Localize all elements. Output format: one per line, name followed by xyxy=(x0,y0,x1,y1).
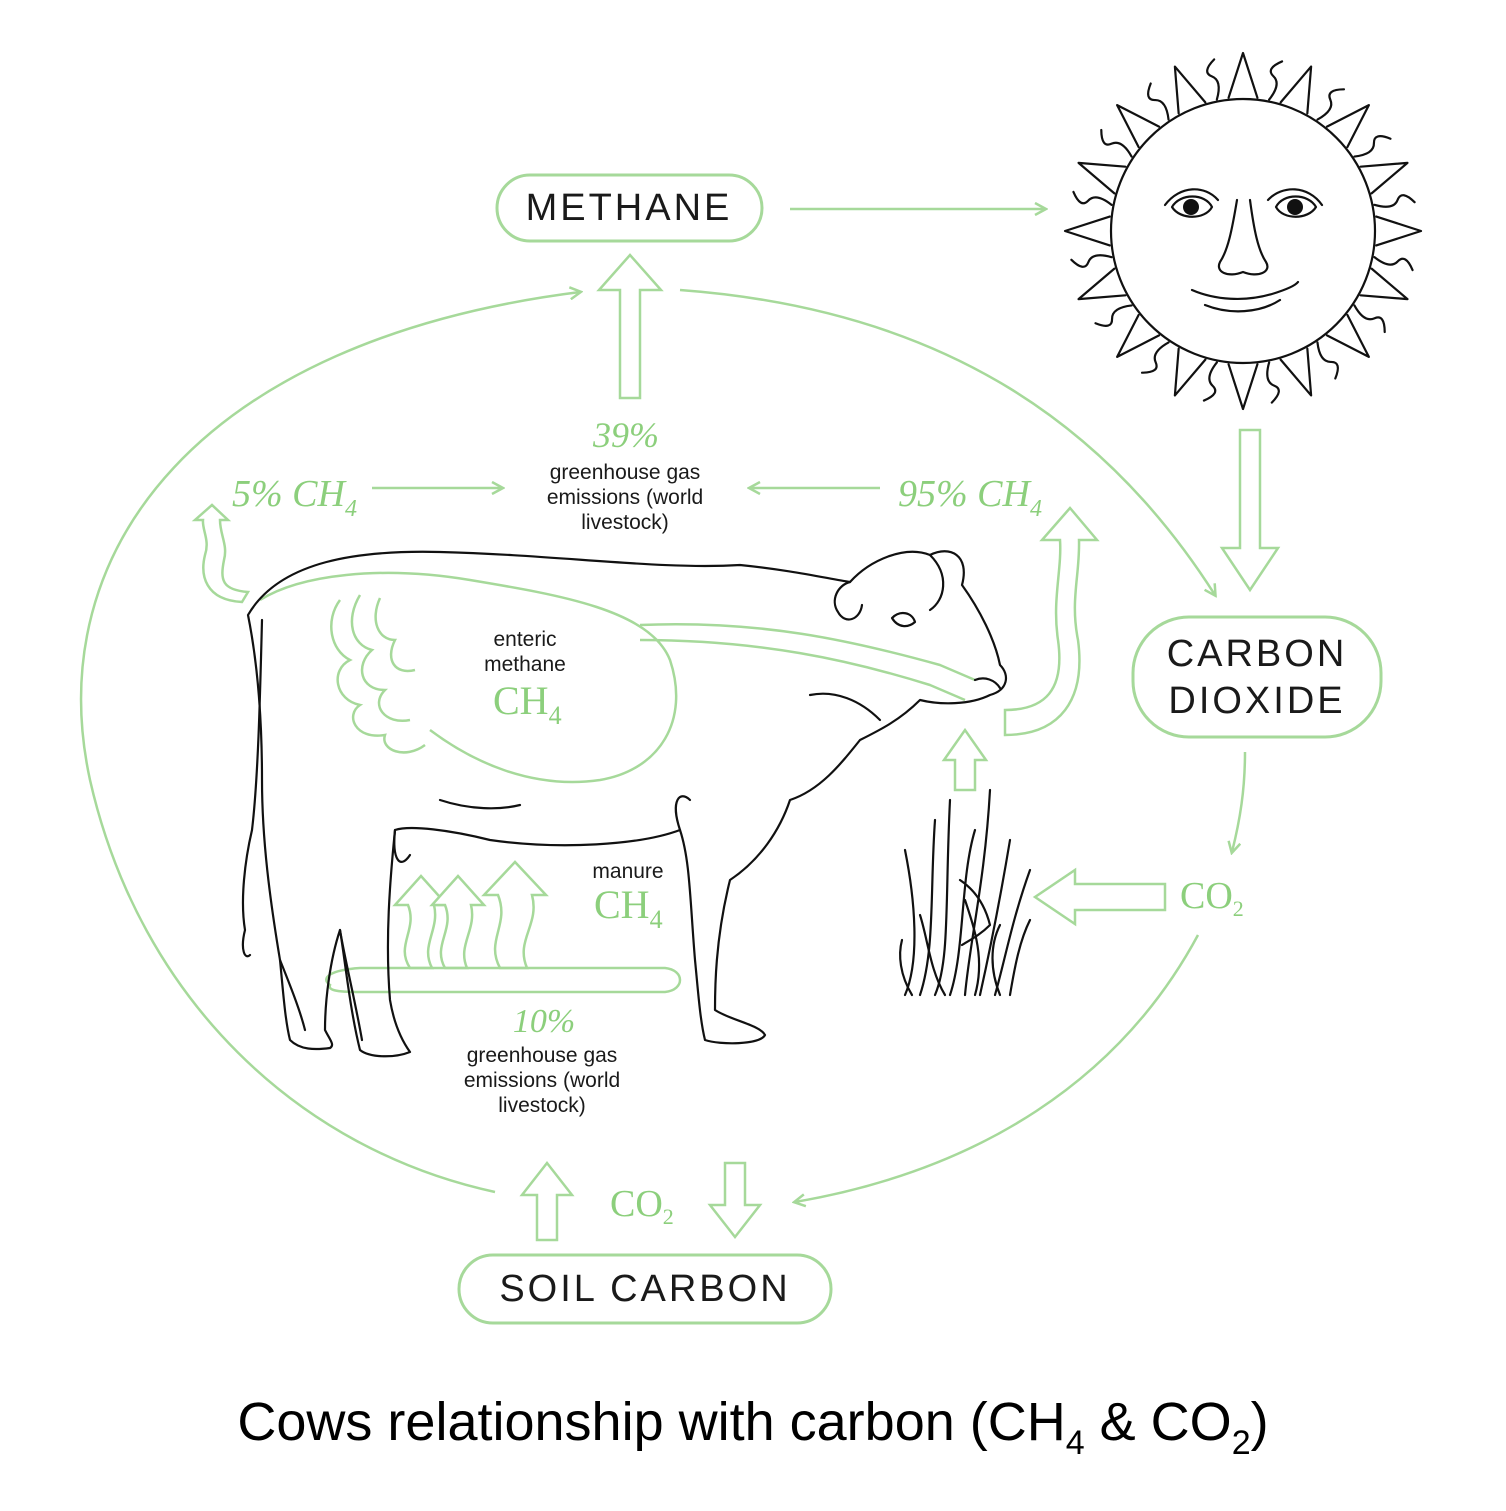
wavy-arrow-tail xyxy=(191,503,251,604)
percent-10: 10% xyxy=(513,1003,575,1040)
node-carbon-dioxide: CARBON DIOXIDE xyxy=(1131,615,1383,739)
block-arrow-grass-up xyxy=(941,727,989,792)
sun-wavy-ray xyxy=(1266,361,1280,404)
caption-sub2: 2 xyxy=(1232,1424,1251,1462)
sun-wavy-ray xyxy=(1070,254,1113,268)
sun-wavy-ray xyxy=(1147,82,1170,121)
sun-wavy-ray xyxy=(1100,128,1133,158)
grass-icon xyxy=(899,788,1032,997)
ch4-5-percent-sub: 4 xyxy=(345,496,357,522)
ch4-95-percent: 95% CH4 xyxy=(898,473,1042,522)
manure-label: manure xyxy=(592,860,663,883)
sun-wavy-ray xyxy=(1202,361,1218,402)
enteric-ch4-sub: 4 xyxy=(549,701,562,730)
sun-spike-ray xyxy=(1325,313,1370,358)
enteric-line2: methane xyxy=(484,653,566,676)
sun-wavy-ray xyxy=(1072,190,1113,206)
sun-spike-ray xyxy=(1063,215,1111,247)
cycle-co2-to-soil-arc xyxy=(795,934,1200,1202)
co2-bottom-text: CO xyxy=(610,1183,663,1225)
sun-wavy-ray xyxy=(1373,194,1416,208)
manure-ch4: CH4 xyxy=(594,882,663,934)
ghg-top-line2: emissions (world xyxy=(547,486,703,509)
ghg-bottom-line2: emissions (world xyxy=(464,1069,620,1092)
enteric-line1: enteric xyxy=(493,628,556,651)
sun-spike-ray xyxy=(1279,347,1313,397)
cow-illustration xyxy=(241,550,1008,1058)
percent-39: 39% xyxy=(592,415,659,455)
manure-ch4-text: CH xyxy=(594,882,650,927)
ch4-5-percent-text: 5% CH xyxy=(232,473,348,515)
carbon-dioxide-label-line1: CARBON xyxy=(1167,633,1348,675)
ghg-bottom-line3: livestock) xyxy=(498,1094,586,1117)
sun-spike-ray xyxy=(1279,65,1313,115)
sun-wavy-ray xyxy=(1316,341,1339,380)
sun-spike-ray xyxy=(1116,104,1161,149)
sun-wavy-ray xyxy=(1140,341,1170,374)
cycle-methane-to-co2-arc xyxy=(679,288,1215,595)
cycle-left-arc xyxy=(79,292,580,1194)
sun-wavy-ray xyxy=(1373,256,1414,272)
sun-wavy-ray xyxy=(1353,135,1392,158)
sun-spike-ray xyxy=(1116,313,1161,358)
soil-carbon-label: SOIL CARBON xyxy=(499,1268,790,1310)
ch4-5-percent: 5% CH4 xyxy=(232,473,357,522)
caption-middle: & CO xyxy=(1085,1392,1232,1452)
sun-wavy-ray xyxy=(1353,304,1386,334)
enteric-ch4: CH4 xyxy=(493,678,562,730)
sun-wavy-ray xyxy=(1316,88,1346,121)
block-arrow-up-to-methane xyxy=(596,253,664,400)
ch4-95-percent-sub: 4 xyxy=(1030,496,1042,522)
sun-spike-ray xyxy=(1077,267,1127,301)
methane-label: METHANE xyxy=(526,187,733,229)
co2-bottom-sub: 2 xyxy=(663,1204,674,1229)
caption-main: Cows relationship with carbon (CH xyxy=(237,1392,1065,1452)
sun-spike-ray xyxy=(1359,161,1409,195)
manure-ch4-sub: 4 xyxy=(650,905,663,934)
co2-right-text: CO xyxy=(1180,875,1233,917)
block-arrow-soil-up xyxy=(519,1160,575,1242)
sun-spike-ray xyxy=(1173,347,1207,397)
figure-caption: Cows relationship with carbon (CH4 & CO2… xyxy=(237,1392,1268,1462)
block-arrow-sun-to-co2 xyxy=(1219,428,1281,593)
sun-spike-ray xyxy=(1359,267,1409,301)
wavy-arrow-manure-1 xyxy=(392,874,450,970)
sun-face-icon xyxy=(1063,51,1423,411)
block-arrow-soil-down xyxy=(707,1161,763,1240)
sun-spike-ray xyxy=(1325,104,1370,149)
sun-wavy-ray xyxy=(1094,304,1133,327)
node-methane: METHANE xyxy=(495,173,764,243)
ghg-bottom-line1: greenhouse gas xyxy=(467,1044,618,1067)
wavy-arrow-manure-2 xyxy=(429,874,487,970)
co2-right: CO2 xyxy=(1180,875,1244,921)
sun-spike-ray xyxy=(1375,215,1423,247)
node-soil-carbon: SOIL CARBON xyxy=(457,1253,833,1325)
caption-end: ) xyxy=(1251,1392,1269,1452)
sun-spike-ray xyxy=(1173,65,1207,115)
sun-spike-ray xyxy=(1077,161,1127,195)
carbon-dioxide-label-line2: DIOXIDE xyxy=(1168,680,1345,722)
ch4-95-percent-text: 95% CH xyxy=(898,473,1033,515)
wavy-arrow-breath xyxy=(1003,506,1100,737)
wavy-arrow-manure-3 xyxy=(481,860,549,970)
sun-wavy-ray xyxy=(1206,58,1220,101)
enteric-ch4-text: CH xyxy=(493,678,549,723)
block-arrow-co2-to-grass xyxy=(1032,867,1167,927)
ghg-top-line3: livestock) xyxy=(581,511,669,534)
caption-sub4: 4 xyxy=(1066,1424,1085,1462)
sun-wavy-ray xyxy=(1268,60,1284,101)
co2-bottom: CO2 xyxy=(610,1183,674,1229)
co2-down-arrow xyxy=(1232,751,1247,852)
ghg-top-line1: greenhouse gas xyxy=(550,461,701,484)
sun-spike-ray xyxy=(1227,51,1259,99)
sun-spike-ray xyxy=(1227,363,1259,411)
co2-right-sub: 2 xyxy=(1233,896,1244,921)
